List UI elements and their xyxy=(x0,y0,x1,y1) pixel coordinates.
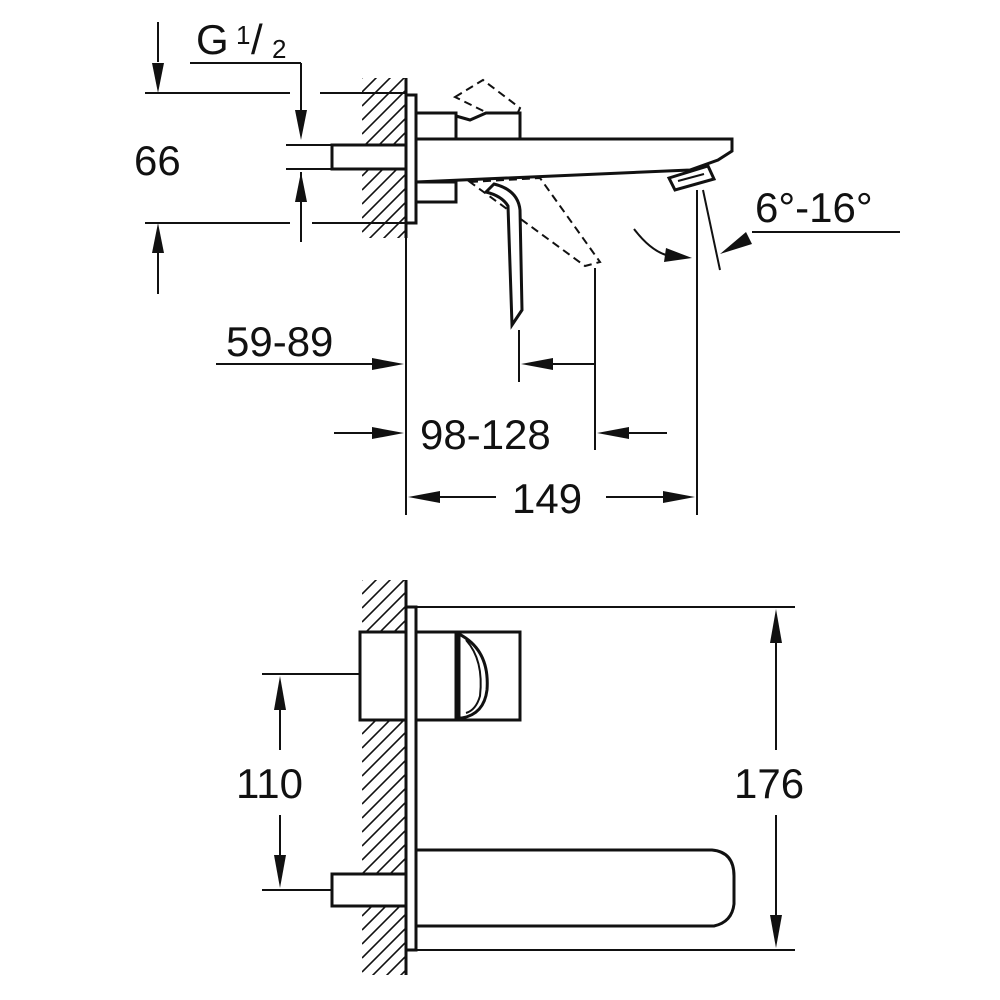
wall-hatching-bottom xyxy=(362,580,406,1000)
thread-arrow-up xyxy=(295,172,307,202)
hatch-line xyxy=(362,815,406,861)
dim-149-arrow-left xyxy=(408,491,440,503)
dim-176-label: 176 xyxy=(734,760,804,807)
dim-98-128-label: 98-128 xyxy=(420,411,551,458)
hatch-line xyxy=(362,580,392,609)
spout-front xyxy=(414,848,736,928)
hatch-line xyxy=(362,759,406,805)
hatch-line xyxy=(399,969,406,975)
dim-59-89-arrow xyxy=(372,358,404,370)
thread-label-denominator: 2 xyxy=(272,34,286,64)
lever-mount-block xyxy=(358,630,408,722)
dim-149-label: 149 xyxy=(512,475,582,522)
hatch-line xyxy=(362,580,378,595)
lever-front-inner-curve xyxy=(465,639,482,714)
lever-hanging xyxy=(483,182,524,330)
hatch-line xyxy=(362,78,392,107)
dim-59-89-label: 59-89 xyxy=(226,318,333,365)
hatch-line xyxy=(396,229,406,238)
hatch-line xyxy=(362,187,406,233)
hatch-line xyxy=(362,78,406,121)
thread-label-slash: / xyxy=(251,16,263,63)
hatch-line xyxy=(362,103,406,149)
hatch-line xyxy=(362,580,364,581)
dim-66-arrow-top xyxy=(152,63,164,93)
pipe-connection-side xyxy=(330,143,408,171)
pipe-stub-front xyxy=(330,872,408,908)
hatch-line xyxy=(385,955,406,975)
hatch-line xyxy=(371,941,406,975)
hatch-line xyxy=(362,731,406,777)
hatch-line xyxy=(362,745,406,791)
hatch-line xyxy=(362,89,406,135)
hatch-line xyxy=(362,829,406,875)
housing-block-lower xyxy=(414,180,458,204)
spout-side xyxy=(414,137,734,184)
lever-dashed-bottom xyxy=(467,176,602,268)
dim-66-label: 66 xyxy=(134,137,181,184)
thread-label-g: G xyxy=(196,16,229,63)
angle-arc xyxy=(633,228,667,256)
hatch-line xyxy=(362,773,406,819)
housing-block-upper xyxy=(414,111,458,141)
wall-plate-front xyxy=(404,605,418,952)
side-view: G 1 / 2 66 6°-16° xyxy=(134,16,900,522)
hatch-line xyxy=(362,78,364,79)
dim-110-label: 110 xyxy=(236,760,303,807)
dim-66-arrow-bottom xyxy=(152,223,164,253)
thread-label-numerator: 1 xyxy=(236,20,250,50)
hatch-line xyxy=(362,244,406,288)
hatch-line xyxy=(362,927,406,973)
hatch-line xyxy=(362,787,406,833)
angle-line xyxy=(702,189,721,271)
hatch-line xyxy=(362,984,406,1000)
angle-arrow-right xyxy=(720,232,752,254)
dim-lever-arrow xyxy=(521,358,553,370)
angle-arrow-left xyxy=(664,248,692,262)
hatch-line xyxy=(362,580,406,623)
hatch-line xyxy=(362,717,406,763)
dim-176-arrow-top xyxy=(770,609,782,643)
dim-110-arrow-bottom xyxy=(274,855,286,888)
dim-176-arrow-bottom xyxy=(770,915,782,948)
lever-housing-front xyxy=(414,630,458,722)
lever-top-part xyxy=(454,111,522,141)
hatch-line xyxy=(362,801,406,847)
hatch-line xyxy=(362,591,406,637)
hatch-line xyxy=(362,173,406,219)
hatch-line xyxy=(362,78,378,93)
dim-149-arrow-right xyxy=(663,491,695,503)
dim-98-128-arrow-left xyxy=(372,427,404,439)
aerator-line xyxy=(677,173,705,182)
hatch-line xyxy=(362,913,406,959)
dim-98-128-arrow-right xyxy=(597,427,629,439)
dim-110-arrow-top xyxy=(274,676,286,710)
thread-arrow-down xyxy=(295,110,307,140)
angle-label: 6°-16° xyxy=(755,184,873,231)
front-view: 110 176 xyxy=(236,580,804,1000)
